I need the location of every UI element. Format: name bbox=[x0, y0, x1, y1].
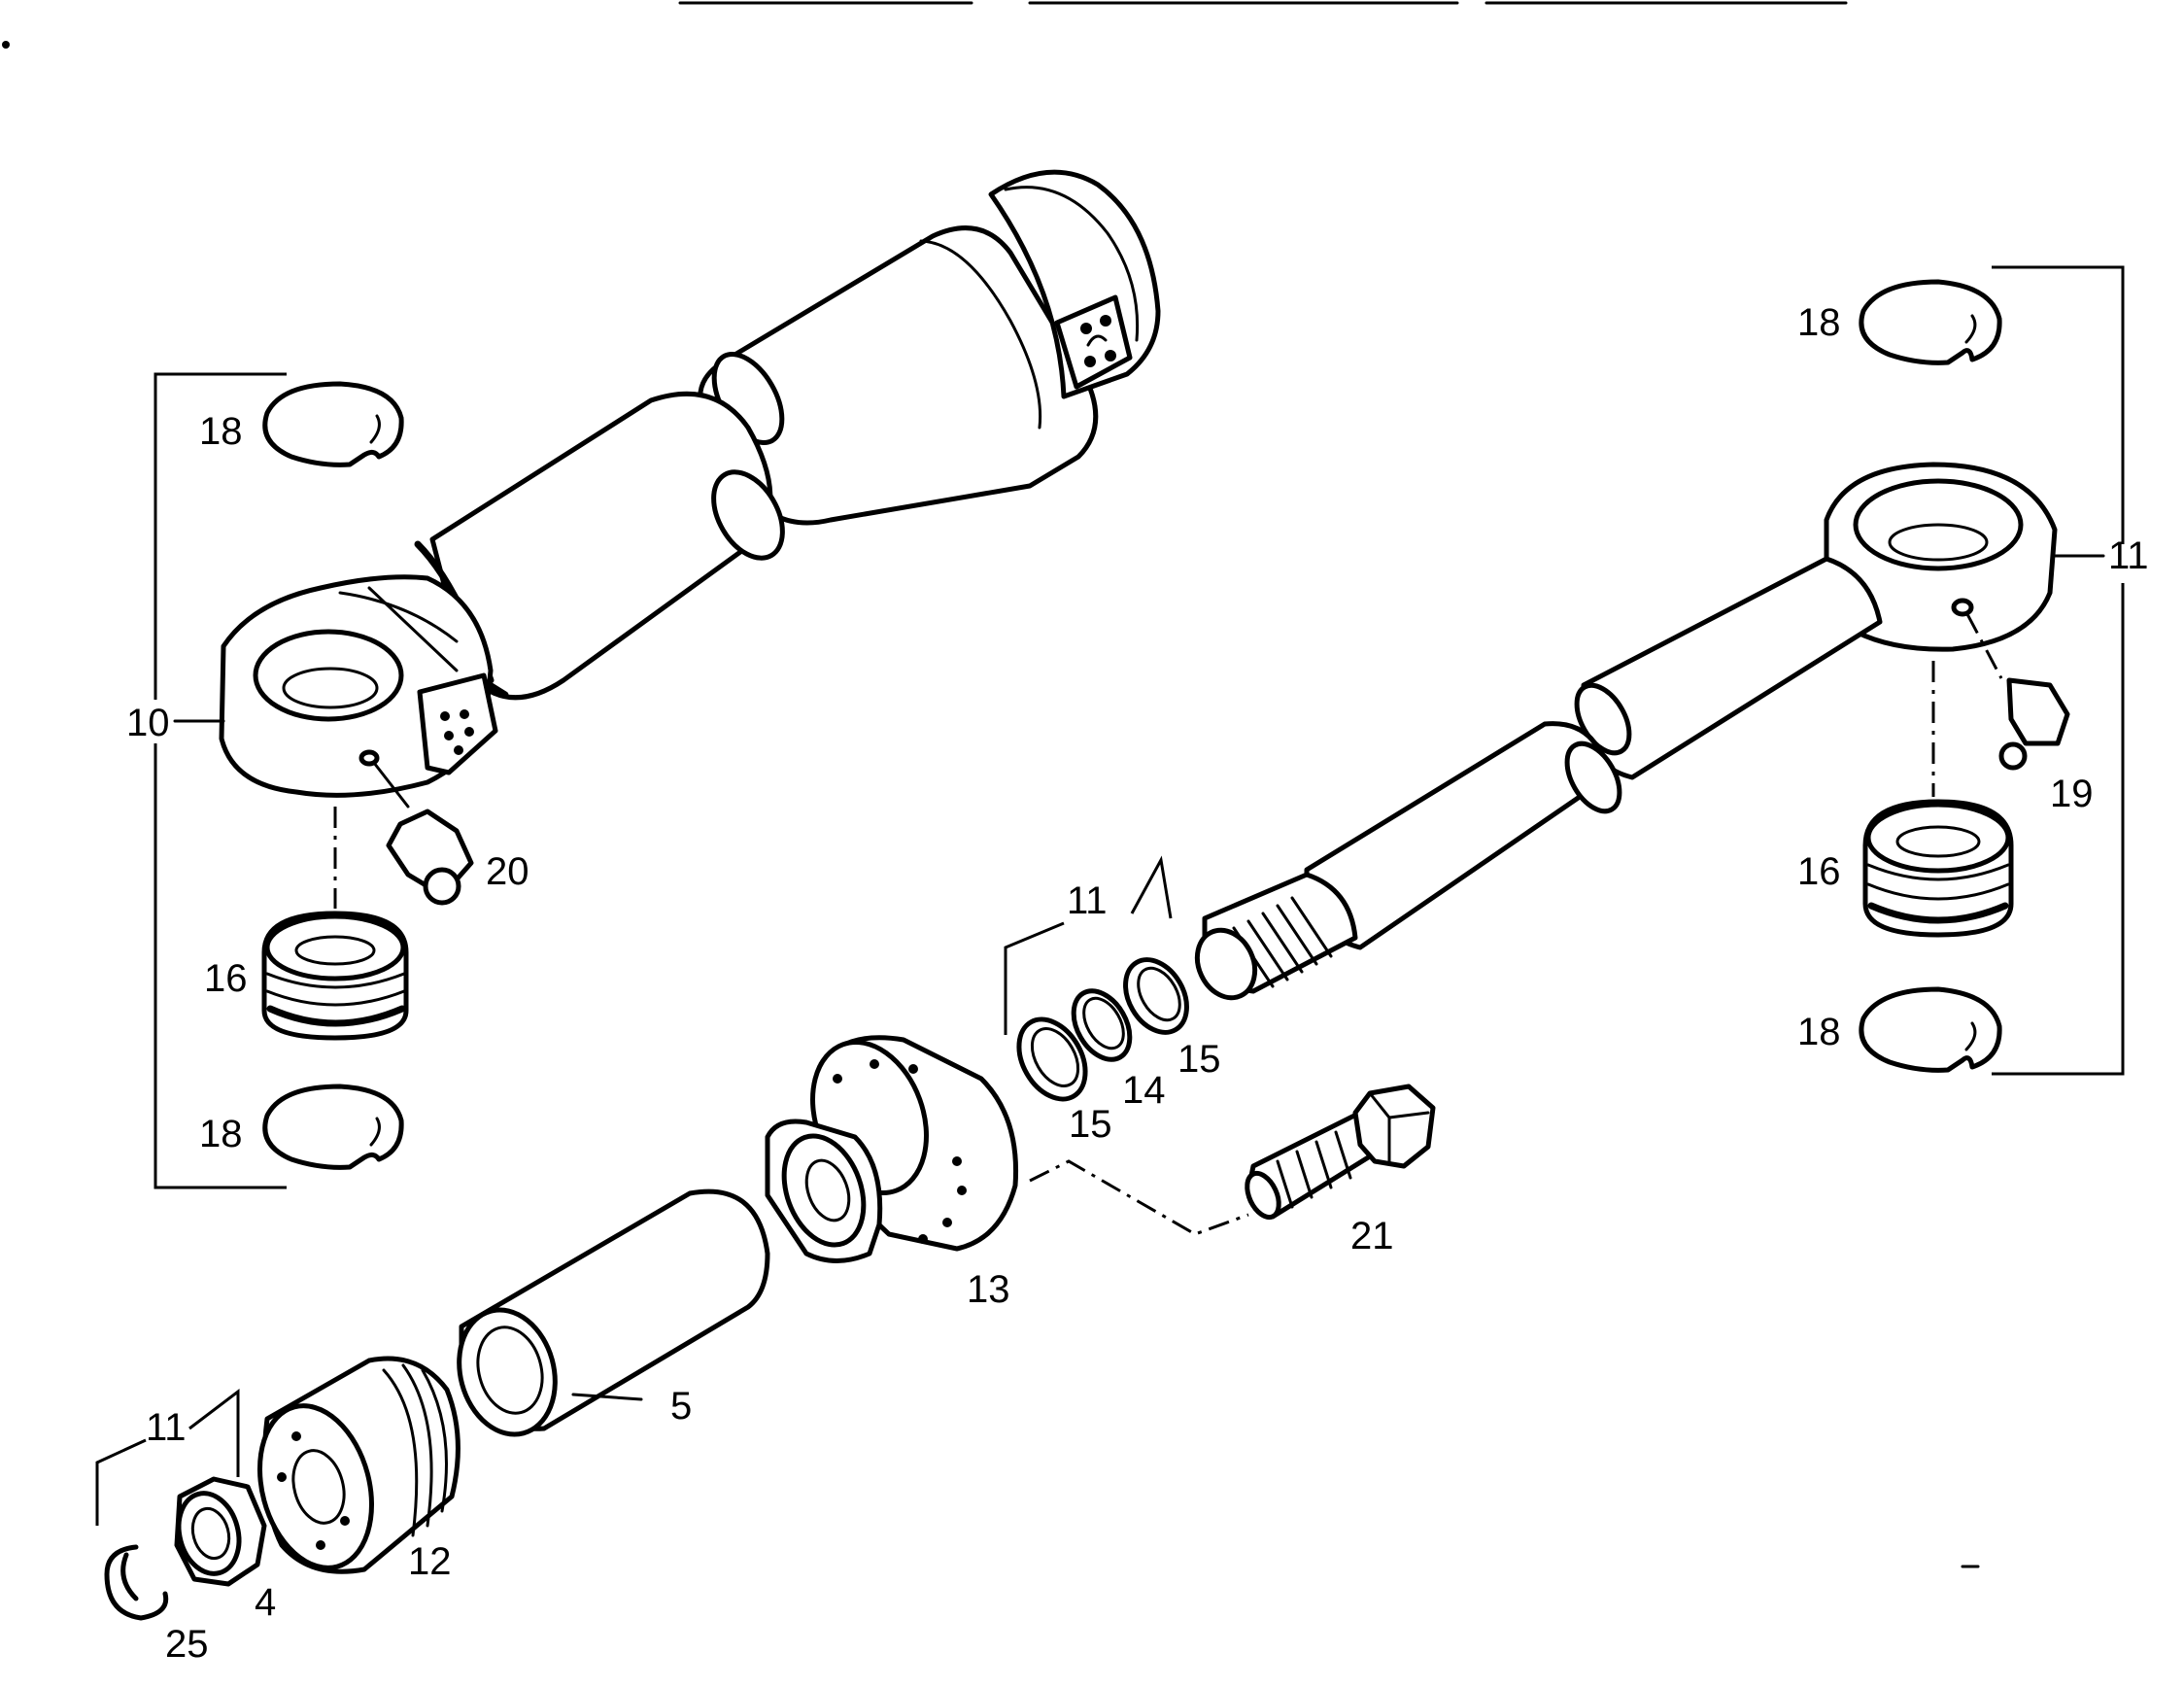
snap-ring-left-bottom bbox=[262, 1084, 404, 1170]
callout-15-a: 15 bbox=[1069, 1103, 1112, 1146]
callout-16-left: 16 bbox=[204, 957, 248, 1000]
gland-part-13 bbox=[765, 1035, 1019, 1263]
grease-fitting-part-20 bbox=[372, 761, 474, 906]
callout-15-b: 15 bbox=[1177, 1038, 1221, 1081]
bolt-part-21 bbox=[1245, 1084, 1436, 1221]
snap-ring-part-25 bbox=[104, 1544, 169, 1621]
callout-25: 25 bbox=[165, 1623, 209, 1666]
callout-18-right-top: 18 bbox=[1797, 301, 1841, 344]
piston-part-12 bbox=[256, 1356, 461, 1574]
piston-rod-part-11 bbox=[1194, 462, 2058, 1001]
callout-18-left-bottom: 18 bbox=[199, 1113, 243, 1155]
callout-11-right: 11 bbox=[2108, 534, 2149, 577]
snap-ring-left-top bbox=[262, 381, 404, 467]
spacer-tube-part-5 bbox=[457, 1188, 770, 1437]
grease-fitting-part-19 bbox=[1965, 613, 2070, 771]
callout-18-right-bottom: 18 bbox=[1797, 1011, 1841, 1053]
callout-16-right: 16 bbox=[1797, 850, 1841, 893]
seal-ring-part-15-b bbox=[1123, 957, 1189, 1035]
scan-edge-lines bbox=[2, 1, 1848, 49]
bracket-part-11-right bbox=[1992, 265, 2125, 1076]
callout-11-seals: 11 bbox=[1067, 879, 1108, 922]
callout-10: 10 bbox=[126, 702, 170, 744]
bracket-seal-set-11 bbox=[1004, 855, 1173, 1035]
bushing-left-part-16 bbox=[261, 911, 409, 1041]
cylinder-barrel-part-10 bbox=[219, 169, 1161, 798]
seal-ring-part-15-a bbox=[1016, 1016, 1088, 1102]
centerline-bolt bbox=[1029, 1159, 1249, 1236]
callout-21: 21 bbox=[1350, 1215, 1394, 1257]
callout-11-nut: 11 bbox=[146, 1406, 187, 1449]
callout-12: 12 bbox=[408, 1540, 452, 1583]
lock-nut-part-4 bbox=[174, 1476, 267, 1587]
bracket-part-10 bbox=[154, 372, 287, 1189]
bushing-right-part-16 bbox=[1862, 799, 2014, 938]
callout-labels: 10 18 16 18 20 11 18 19 16 18 11 15 14 1… bbox=[126, 301, 2149, 1666]
seal-ring-part-14 bbox=[1071, 988, 1133, 1062]
callout-4: 4 bbox=[255, 1581, 276, 1624]
callout-13: 13 bbox=[967, 1268, 1010, 1311]
snap-ring-right-bottom bbox=[1859, 986, 2002, 1073]
callout-18-left-top: 18 bbox=[199, 410, 243, 453]
callout-14: 14 bbox=[1122, 1069, 1166, 1112]
callout-5: 5 bbox=[670, 1385, 692, 1428]
callout-20: 20 bbox=[486, 850, 529, 893]
bracket-nut-set-11 bbox=[95, 1388, 240, 1526]
callout-19: 19 bbox=[2050, 773, 2094, 815]
snap-ring-right-top bbox=[1859, 279, 2002, 365]
